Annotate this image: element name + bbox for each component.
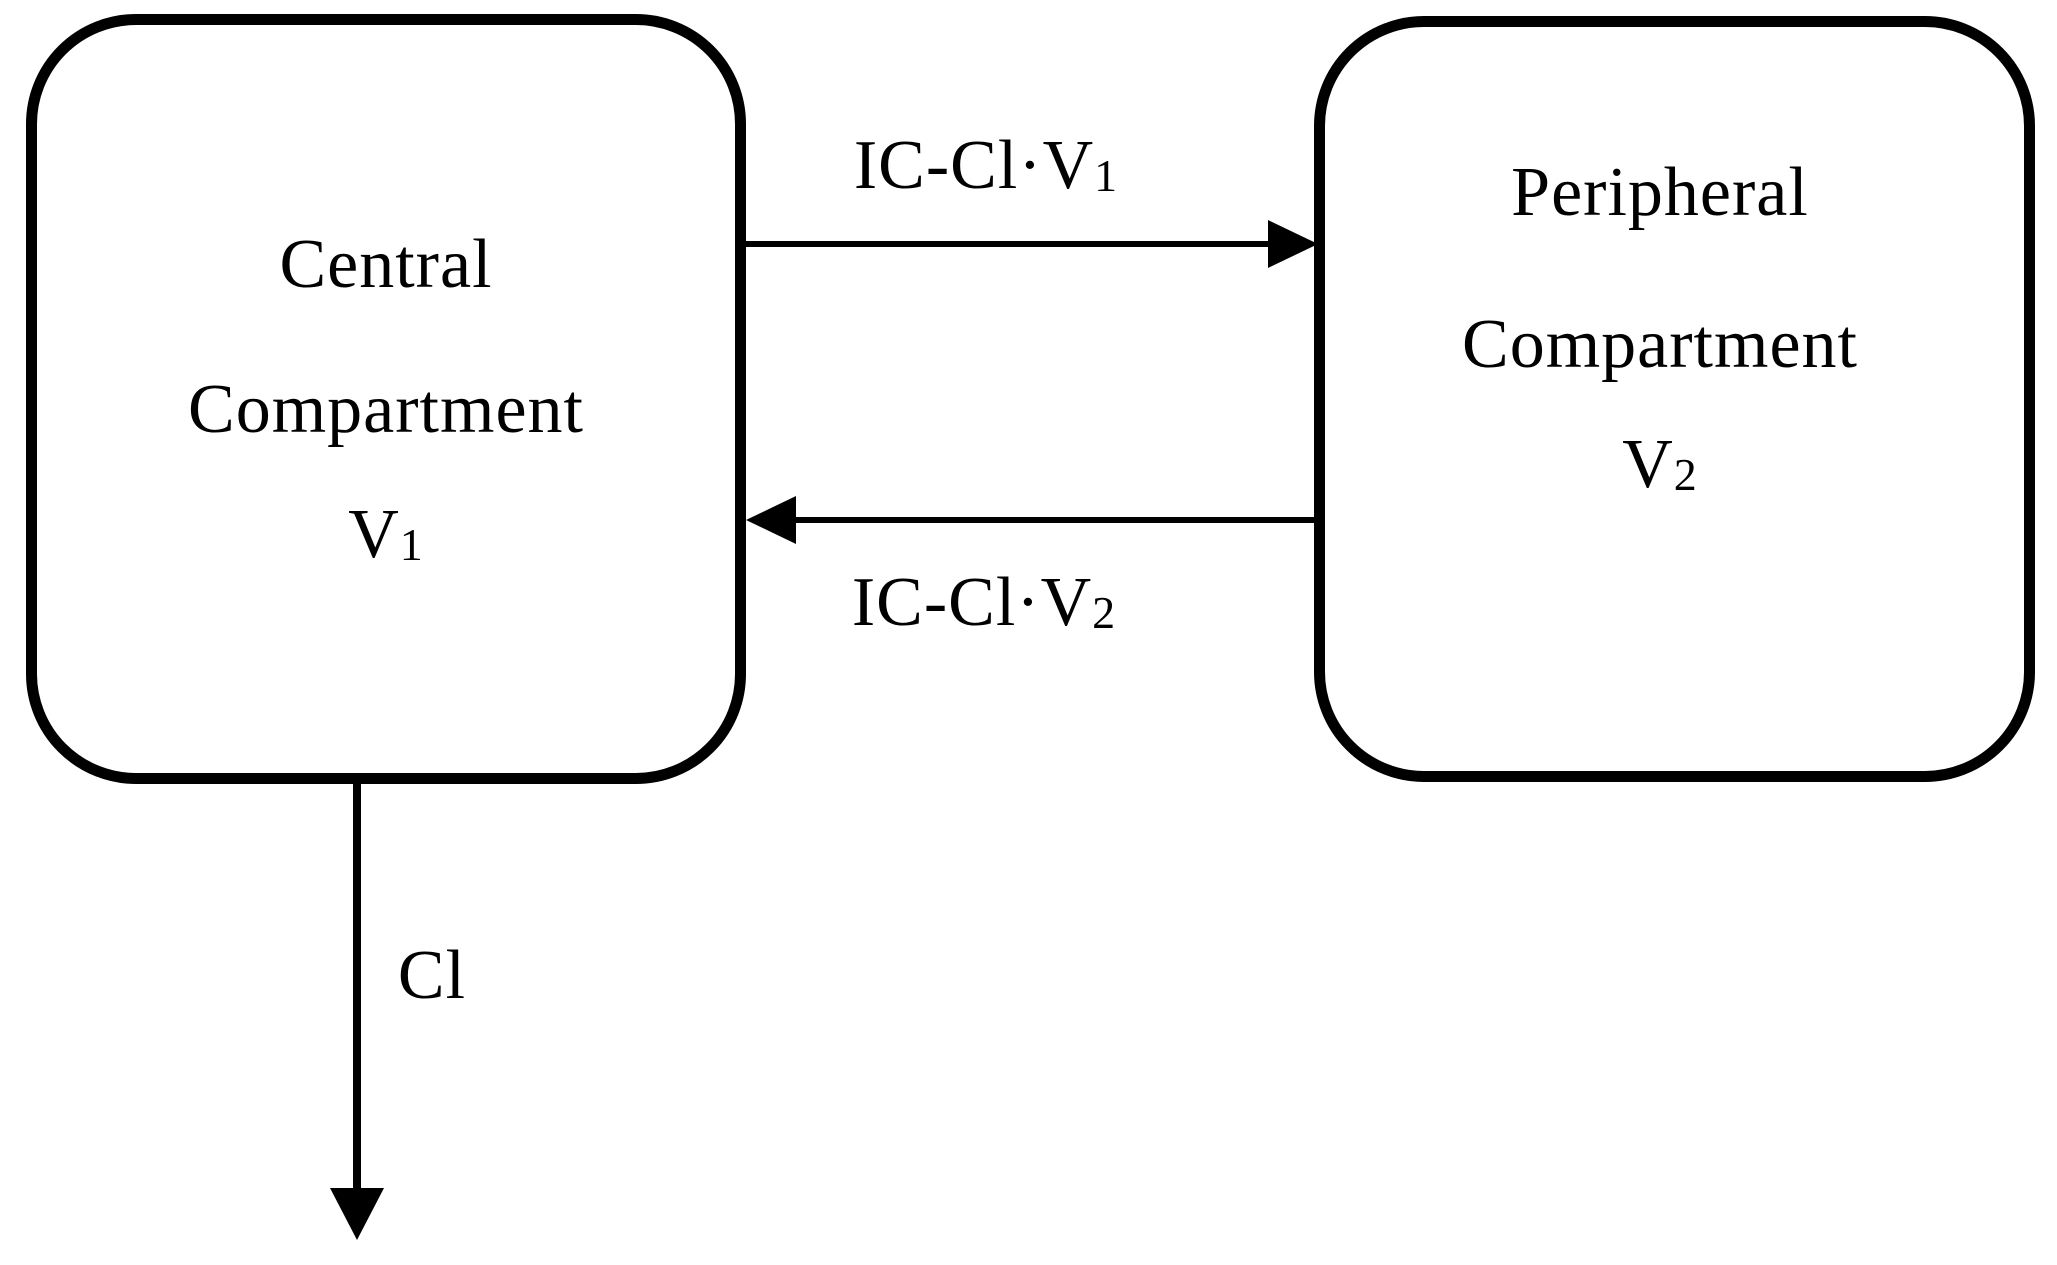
arrow-label-central-to-peripheral: IC-Cl·V1 <box>854 131 1118 201</box>
peripheral-volume-symbol: V <box>1622 426 1674 503</box>
arrow-label-bottom-subscript: 2 <box>1092 587 1117 638</box>
peripheral-compartment-box <box>1314 16 2035 782</box>
central-volume-label: V1 <box>348 500 424 570</box>
arrowhead-right-icon <box>1268 220 1318 268</box>
arrow-label-peripheral-to-central: IC-Cl·V2 <box>852 568 1116 638</box>
arrowhead-left-icon <box>746 496 796 544</box>
central-compartment-label-line2: Compartment <box>188 371 584 448</box>
arrow-label-bottom-text: IC-Cl·V <box>851 564 1093 641</box>
clearance-label: Cl <box>397 937 467 1014</box>
arrow-line-clearance <box>353 784 361 1188</box>
central-compartment-box <box>26 14 746 784</box>
peripheral-volume-subscript: 2 <box>1673 449 1698 500</box>
central-volume-subscript: 1 <box>399 519 424 570</box>
peripheral-compartment-label-line2: Compartment <box>1462 306 1858 383</box>
arrow-line-peripheral-to-central <box>796 517 1318 523</box>
central-volume-symbol: V <box>348 496 400 573</box>
arrowhead-down-icon <box>330 1188 384 1240</box>
arrow-label-top-text: IC-Cl·V <box>853 127 1095 204</box>
peripheral-compartment-label-line1: Peripheral <box>1511 154 1809 231</box>
central-compartment-label-line1: Central <box>279 226 493 303</box>
peripheral-volume-label: V2 <box>1622 430 1698 500</box>
arrow-label-top-subscript: 1 <box>1094 150 1119 201</box>
arrow-line-central-to-peripheral <box>746 241 1268 247</box>
